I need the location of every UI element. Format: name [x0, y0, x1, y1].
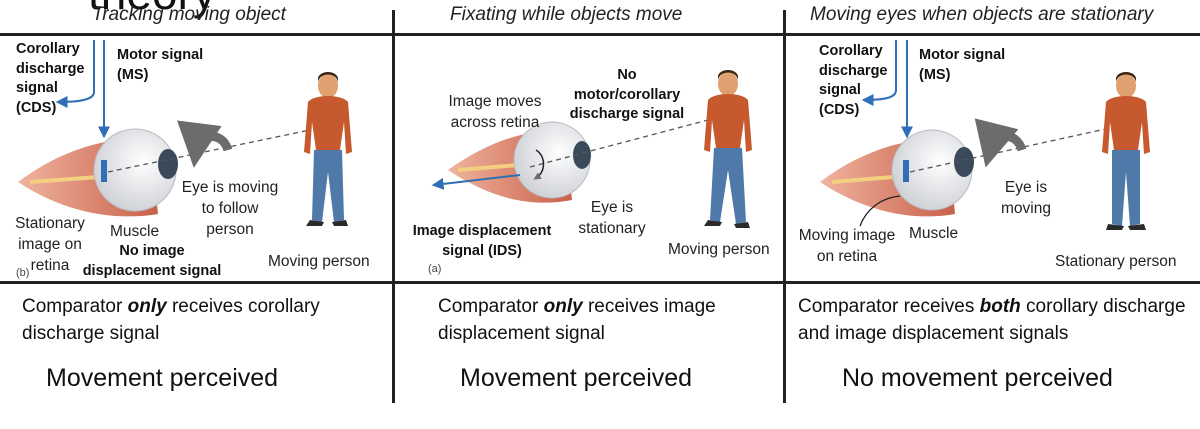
panel-2-person	[704, 70, 752, 228]
cds-label: Corollary discharge signal (CDS)	[16, 41, 85, 116]
eye-moving-label: Eye is moving	[1001, 179, 1051, 217]
page-title: theory	[88, 0, 216, 16]
panel-3-title: Moving eyes when objects are stationary	[810, 4, 1154, 25]
comparator-emphasis: both	[979, 296, 1021, 317]
image-moves-label: Image moves across retina	[448, 93, 542, 131]
stationary-person-label: Stationary person	[1055, 253, 1177, 270]
panel-2-eye-group	[431, 119, 709, 203]
divider-middle	[0, 281, 1200, 284]
iris	[573, 141, 591, 169]
divider-top	[0, 33, 1200, 36]
panel-1-eye-group	[18, 40, 311, 217]
muscle-label: Muscle	[110, 223, 160, 240]
motor-signal-label: Motor signal (MS)	[117, 47, 204, 83]
divider-vertical-2	[783, 10, 786, 403]
cds-label: Corollary discharge signal (CDS)	[819, 43, 888, 118]
eye-stationary-label: Eye is stationary	[578, 199, 646, 237]
comparator-emphasis: only	[543, 296, 583, 317]
image-motion-arrow	[533, 149, 545, 180]
panel-1-title: Tracking moving object	[92, 4, 286, 25]
iris	[954, 147, 974, 177]
divider-vertical-1	[392, 10, 395, 403]
figure-tag: (a)	[428, 263, 442, 275]
comparator-text-3: Comparator receives both corollary disch…	[798, 296, 1186, 344]
iris	[158, 149, 178, 179]
panel-1-person	[304, 72, 352, 226]
line-of-sight	[529, 119, 709, 168]
rotation-arrow	[974, 118, 1027, 168]
figure-tag: (b)	[16, 267, 30, 279]
no-signal-label: No motor/corollary discharge signal	[569, 67, 685, 123]
ids-arrow	[431, 174, 521, 190]
panel-3-eye-group	[820, 40, 1111, 227]
retina-marker	[903, 160, 909, 182]
retina-marker	[101, 160, 107, 182]
muscle-label: Muscle	[909, 225, 959, 242]
no-ids-label: No image displacement signal	[82, 243, 222, 279]
comparator-emphasis: only	[127, 296, 167, 317]
panel-3-person	[1102, 72, 1150, 230]
stationary-image-label: Stationary image on retina	[15, 215, 85, 274]
verdict-2: Movement perceived	[460, 364, 693, 392]
moving-image-label: Moving image on retina	[798, 227, 896, 265]
comparator-text-1: Comparator only receives corollary disch…	[22, 296, 320, 344]
moving-person-label: Moving person	[668, 241, 770, 258]
verdict-1: Movement perceived	[46, 364, 279, 392]
verdict-3: No movement perceived	[842, 364, 1113, 392]
ids-label: Image displacement signal (IDS)	[412, 223, 552, 259]
comparator-text-2: Comparator only receives image displacem…	[438, 296, 716, 344]
cds-arrow	[55, 40, 95, 108]
rotation-arrow	[177, 120, 233, 168]
eye-moving-label: Eye is moving to follow person	[181, 179, 279, 238]
panel-2-title: Fixating while objects move	[450, 4, 683, 25]
moving-person-label: Moving person	[268, 253, 370, 270]
motor-signal-label: Motor signal (MS)	[919, 47, 1006, 83]
cds-arrow	[861, 40, 897, 106]
